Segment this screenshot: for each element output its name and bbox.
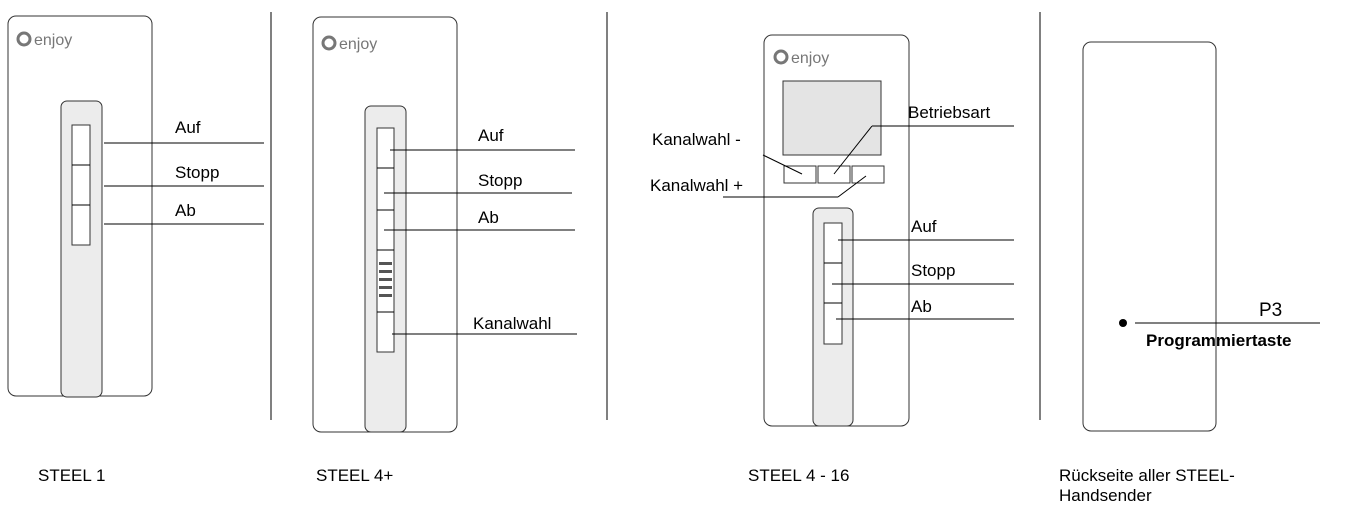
button-strip <box>71 124 91 246</box>
label-p3: P3 <box>1259 300 1282 321</box>
device-steel-4-16: enjoy Betriebsart Kanalwahl - Kanalwahl … <box>650 34 1014 427</box>
leader-betriebsart <box>833 125 873 175</box>
caption-line-2: Handsender <box>1059 486 1152 505</box>
label-kanalwahl-minus: Kanalwahl - <box>652 130 741 149</box>
enjoy-logo: enjoy <box>321 35 377 53</box>
caption-steel-1: STEEL 1 <box>38 466 106 485</box>
channel-indicator <box>379 262 392 297</box>
caption-back-side: Rückseite aller STEEL- Handsender <box>1059 466 1235 506</box>
label-ab: Ab <box>175 201 196 220</box>
label-programmiertaste: Programmiertaste <box>1146 331 1292 350</box>
label-auf: Auf <box>175 118 201 137</box>
label-kanalwahl: Kanalwahl <box>473 314 551 333</box>
enjoy-logo: enjoy <box>16 31 72 49</box>
enjoy-logo-icon <box>773 49 789 65</box>
enjoy-logo: enjoy <box>773 49 829 67</box>
button-slot <box>60 100 103 398</box>
label-stopp: Stopp <box>175 163 219 182</box>
device-back-side: P3 Programmiertaste <box>1082 41 1320 432</box>
device-steel-1: enjoy Auf Stopp Ab <box>7 15 264 398</box>
label-auf: Auf <box>478 126 504 145</box>
brand-text: enjoy <box>34 32 72 49</box>
brand-text: enjoy <box>791 50 829 67</box>
button-strip <box>376 127 395 353</box>
key-kanalwahl-minus <box>783 165 817 184</box>
label-stopp: Stopp <box>478 171 522 190</box>
caption-steel-4-16: STEEL 4 - 16 <box>748 466 850 485</box>
key-kanalwahl-plus <box>851 165 885 184</box>
leader-kanalwahl-minus <box>762 154 803 175</box>
label-auf: Auf <box>911 217 937 236</box>
enjoy-logo-icon <box>321 35 337 51</box>
device-steel-4-plus: enjoy Auf Stopp Ab Kanalwahl <box>312 16 577 433</box>
caption-steel-4-plus: STEEL 4+ <box>316 466 394 485</box>
key-betriebsart <box>817 165 851 184</box>
enjoy-logo-icon <box>16 31 32 47</box>
display-screen <box>782 80 882 156</box>
label-ab: Ab <box>478 208 499 227</box>
brand-text: enjoy <box>339 36 377 53</box>
label-ab: Ab <box>911 297 932 316</box>
label-betriebsart: Betriebsart <box>908 103 990 122</box>
p3-button-dot <box>1119 319 1127 327</box>
label-kanalwahl-plus: Kanalwahl + <box>650 176 743 195</box>
label-stopp: Stopp <box>911 261 955 280</box>
caption-line-1: Rückseite aller STEEL- <box>1059 466 1235 485</box>
device-body <box>1082 41 1217 432</box>
